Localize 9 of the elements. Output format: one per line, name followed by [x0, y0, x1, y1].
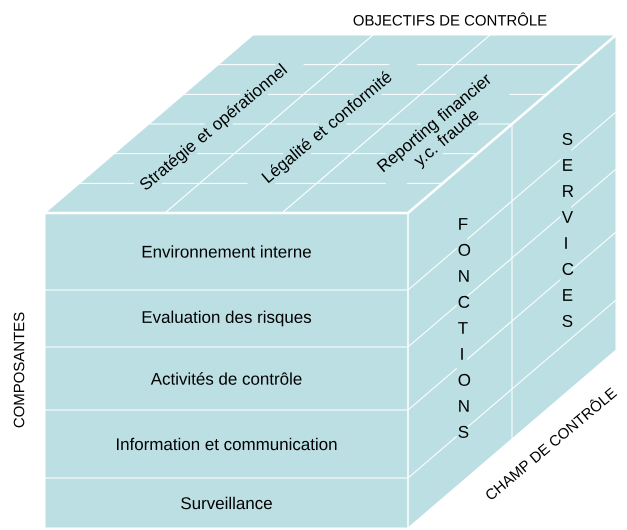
node-label: SERVICES [562, 132, 574, 327]
component-row: Environnement interne [44, 212, 408, 290]
axis-title: OBJECTIFS DE CONTRÔLE [354, 12, 546, 26]
axis-title: COMPOSANTES [14, 312, 24, 428]
component-row: Surveillance [44, 478, 408, 528]
component-row: Evaluation des risques [44, 290, 408, 348]
component-row: Activités de contrôle [44, 346, 408, 410]
component-row: Information et communication [44, 410, 408, 478]
node-label: FONCTIONS [458, 218, 470, 438]
